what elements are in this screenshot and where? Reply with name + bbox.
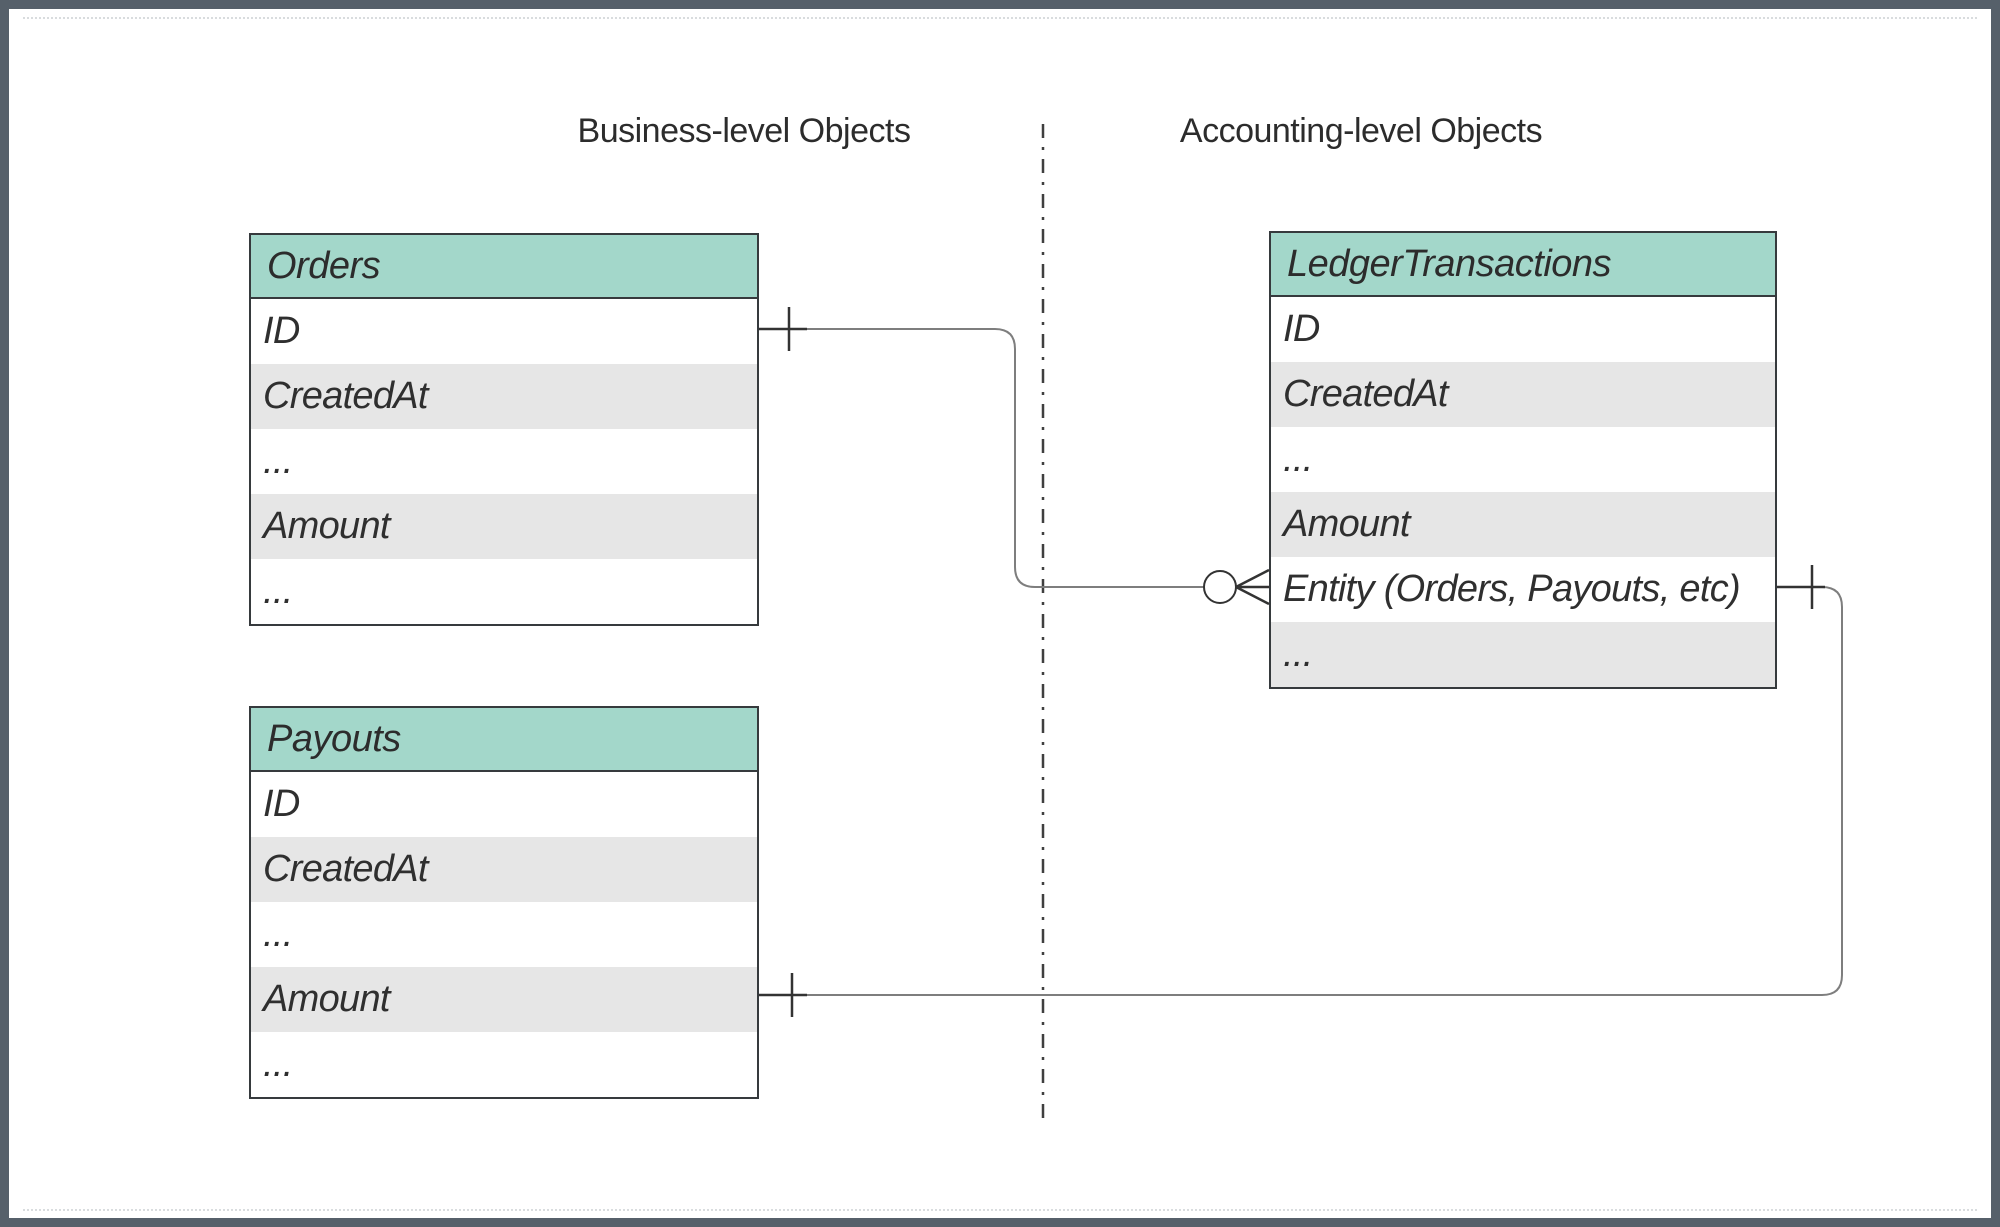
row-label: ... [1283,438,1313,480]
table-row: Amount [1271,492,1775,557]
row-label: ... [1283,633,1313,675]
table-row: CreatedAt [1271,362,1775,427]
table-row: Amount [251,967,757,1032]
connector-orders-to-ledger [759,328,1204,588]
cardinality-many-crow-foot-ledger [1235,568,1270,606]
table-rows-orders: ID CreatedAt... Amount... [251,299,757,624]
table-row: ... [251,559,757,624]
row-label: ... [263,1043,293,1085]
row-label: ... [263,570,293,612]
table-header-ledger-transactions: LedgerTransactions [1271,233,1775,297]
table-row: ... [251,1032,757,1097]
row-label: Amount [1283,503,1410,545]
section-label-accounting: Accounting-level Objects [1179,112,1543,150]
table-row: ... [1271,427,1775,492]
table-header-payouts: Payouts [251,708,757,772]
table-row: CreatedAt [251,837,757,902]
table-row: Entity (Orders, Payouts, etc) [1271,557,1775,622]
entity-table-payouts: Payouts ID CreatedAt... Amount... [249,706,759,1099]
row-label: ID [263,783,300,825]
row-label: CreatedAt [263,848,428,890]
table-rows-payouts: ID CreatedAt... Amount... [251,772,757,1097]
row-label: Amount [263,505,390,547]
row-label: Entity (Orders, Payouts, etc) [1283,568,1741,610]
grid-dots-bottom [23,1209,1977,1211]
grid-dots-top [23,17,1977,19]
table-row: ... [251,902,757,967]
row-label: ... [263,440,293,482]
table-row: ID [251,772,757,837]
table-row: ... [1271,622,1775,687]
table-header-orders: Orders [251,235,757,299]
row-label: Amount [263,978,390,1020]
row-label: CreatedAt [263,375,428,417]
row-label: ID [1283,308,1320,350]
entity-table-orders: Orders ID CreatedAt... Amount... [249,233,759,626]
table-row: ... [251,429,757,494]
row-label: ID [263,310,300,352]
row-label: CreatedAt [1283,373,1448,415]
section-label-business: Business-level Objects [577,112,911,150]
row-label: ... [263,913,293,955]
table-row: Amount [251,494,757,559]
cardinality-zero-circle-ledger [1203,570,1237,604]
table-row: CreatedAt [251,364,757,429]
table-row: ID [1271,297,1775,362]
table-row: ID [251,299,757,364]
